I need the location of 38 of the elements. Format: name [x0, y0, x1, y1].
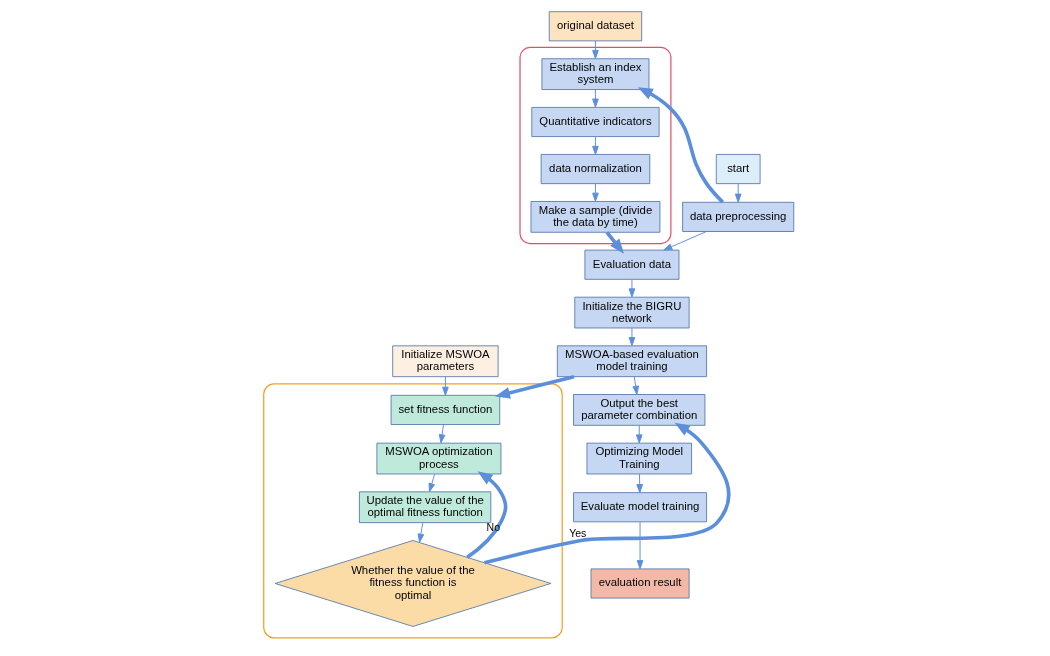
node-box: Quantitative indicators: [530, 107, 660, 137]
node-box: Initialize the BIGRU network: [573, 296, 690, 329]
arrow: [662, 231, 707, 251]
node-diamond: Whether the value of the fitness function is optimal: [274, 540, 551, 627]
arrow: [441, 376, 449, 396]
arrow: [483, 422, 731, 565]
arrow: [635, 473, 643, 494]
arrow: [428, 473, 435, 493]
node-box: Update the value of the optimal fitness function: [358, 491, 491, 524]
arrow: [631, 376, 639, 395]
arrow: [591, 136, 599, 155]
edge-label: Yes: [568, 526, 586, 539]
arrow: [637, 87, 724, 204]
arrow: [734, 183, 742, 203]
node-box: original dataset: [548, 11, 642, 42]
node-box: data preprocessing: [681, 201, 794, 232]
node-box: set fitness function: [390, 394, 500, 425]
node-box: Evaluate model training: [572, 492, 707, 523]
arrow: [417, 522, 424, 543]
node-box: Initialize MSWOA parameters: [391, 345, 499, 378]
arrow: [628, 278, 635, 298]
node-box: start: [715, 154, 760, 185]
node-box: MSWOA optimization process: [375, 442, 501, 475]
arrow: [591, 40, 599, 59]
node-box: Evaluation data: [584, 249, 679, 280]
arrow: [636, 521, 643, 570]
arrow: [465, 471, 507, 559]
arrow: [628, 327, 635, 347]
node-box: Output the best parameter combination: [572, 394, 705, 426]
node-box: Establish an index system: [541, 58, 649, 90]
node-box: Optimizing Model Training: [586, 442, 692, 475]
arrow: [438, 424, 445, 444]
node-box: data normalization: [540, 154, 650, 185]
node-box: evaluation result: [590, 568, 690, 599]
arrow: [635, 424, 643, 444]
arrow: [494, 374, 574, 399]
node-box: MSWOA-based evaluation model training: [556, 345, 707, 378]
node-box: Make a sample (divide the data by time): [530, 201, 660, 233]
